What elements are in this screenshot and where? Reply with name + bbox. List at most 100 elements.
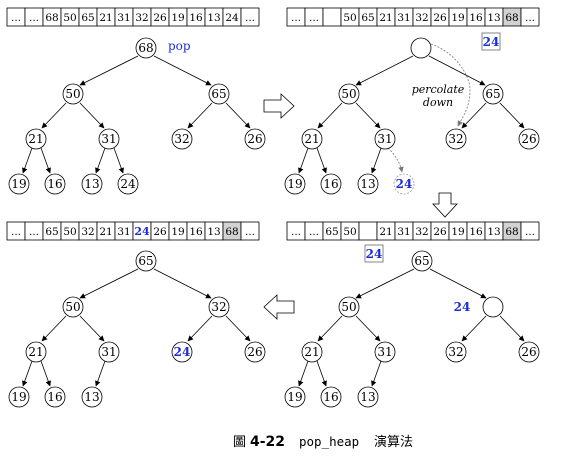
array-cell-value: 19 xyxy=(171,226,184,238)
array-cell-value: 32 xyxy=(81,226,94,238)
array-cell-value: 50 xyxy=(63,12,76,24)
svg-text:21: 21 xyxy=(304,345,319,359)
svg-text:26: 26 xyxy=(521,345,536,359)
tree-node-placed: 24 xyxy=(171,341,193,363)
array-cell-value: ... xyxy=(525,226,535,238)
tree-node-hole xyxy=(482,296,504,318)
hole-value-box: 24 xyxy=(481,32,501,51)
array-cell: 31 xyxy=(394,7,414,27)
array-cell-value: 68 xyxy=(45,12,58,24)
array-cell: 26 xyxy=(430,7,450,27)
step-arrow-right-icon xyxy=(263,93,295,119)
caption-prefix: 圖 xyxy=(233,435,246,450)
array-cell-value: 19 xyxy=(171,12,184,24)
svg-text:65: 65 xyxy=(485,87,500,101)
array-cell: 19 xyxy=(168,221,188,241)
array-cell-value: 21 xyxy=(379,226,392,238)
array-cell-value: 16 xyxy=(469,12,483,24)
tree-node: 32 xyxy=(445,341,467,363)
caption-suffix: 演算法 xyxy=(374,434,413,450)
tree-node: 50 xyxy=(62,83,84,105)
array-cell xyxy=(322,7,342,27)
pop-label: pop xyxy=(168,39,191,53)
array-cell: 16 xyxy=(466,221,486,241)
array-cell-value: 26 xyxy=(153,226,167,238)
tree-edges xyxy=(298,268,525,387)
array-cell: 68 xyxy=(222,221,242,241)
svg-text:24: 24 xyxy=(120,177,136,191)
tree-node: 50 xyxy=(338,296,360,318)
percolate-annotation: down xyxy=(423,96,453,109)
tree-node: 13 xyxy=(357,386,379,408)
figure-caption: 圖 4-22 pop_heap 演算法 xyxy=(233,434,413,450)
svg-text:65: 65 xyxy=(414,254,429,268)
svg-text:31: 31 xyxy=(101,345,116,359)
array-cell-value: 68 xyxy=(225,226,238,238)
tree-node: 31 xyxy=(374,128,396,150)
array-cell: ... xyxy=(24,7,44,27)
array-cell-value: 24 xyxy=(134,225,150,238)
array-cell-value: 24 xyxy=(225,12,239,24)
tree-node: 13 xyxy=(357,173,379,195)
array-cell: ... xyxy=(240,7,260,27)
caption-number: 4-22 xyxy=(250,434,285,450)
array-cell: 31 xyxy=(394,221,414,241)
array-cell-value: ... xyxy=(245,226,255,238)
svg-text:19: 19 xyxy=(287,390,302,404)
array-cell: ... xyxy=(24,221,44,241)
tree-node-root: 65 xyxy=(411,250,433,272)
svg-text:24: 24 xyxy=(483,35,500,49)
tree-node: 26 xyxy=(244,128,266,150)
array-cell-value: 13 xyxy=(207,226,220,238)
tree-node: 21 xyxy=(25,341,47,363)
array-cell-value: 21 xyxy=(379,12,392,24)
svg-text:65: 65 xyxy=(211,87,226,101)
svg-text:26: 26 xyxy=(247,345,262,359)
array-cell-value: 65 xyxy=(361,12,374,24)
svg-text:50: 50 xyxy=(341,87,356,101)
svg-text:50: 50 xyxy=(65,87,80,101)
array-cell-value: 13 xyxy=(207,12,220,24)
array-cell-value: 26 xyxy=(433,226,447,238)
array-cell: 21 xyxy=(376,221,396,241)
array-cell: 50 xyxy=(60,221,80,241)
tree-node: 26 xyxy=(518,128,540,150)
svg-text:26: 26 xyxy=(521,132,536,146)
array-cell-value: 32 xyxy=(415,12,428,24)
array-cell-value: ... xyxy=(29,226,39,238)
array-cell: 13 xyxy=(204,7,224,27)
svg-text:19: 19 xyxy=(11,177,26,191)
tree-node: 21 xyxy=(25,128,47,150)
svg-text:68: 68 xyxy=(138,41,153,55)
array-cell: 65 xyxy=(358,7,378,27)
tree-node-root: 68 xyxy=(135,37,157,59)
svg-text:26: 26 xyxy=(247,132,262,146)
array-cell-value: 65 xyxy=(325,226,338,238)
tree-node-removed: 24 xyxy=(393,173,415,195)
tree-node: 26 xyxy=(244,341,266,363)
array-cell: 31 xyxy=(114,221,134,241)
svg-text:13: 13 xyxy=(360,177,375,191)
array-cell: ... xyxy=(520,221,540,241)
hole-value-box: 24 xyxy=(364,244,384,263)
array-cell-value: 16 xyxy=(469,226,483,238)
array-cell-value: 13 xyxy=(487,12,500,24)
array-cell: 26 xyxy=(430,221,450,241)
array-cell-value: 19 xyxy=(451,226,464,238)
array-cell: ... xyxy=(304,221,324,241)
array-cell: ... xyxy=(286,221,306,241)
svg-text:21: 21 xyxy=(304,132,319,146)
svg-text:32: 32 xyxy=(211,300,226,314)
array-cell: 13 xyxy=(204,221,224,241)
array-cell-value: 26 xyxy=(433,12,447,24)
tree-node: 26 xyxy=(518,341,540,363)
array-cell-value: 31 xyxy=(117,226,130,238)
array-cell: ... xyxy=(520,7,540,27)
array-cell-value: 26 xyxy=(153,12,167,24)
array-cell-value: ... xyxy=(525,12,535,24)
